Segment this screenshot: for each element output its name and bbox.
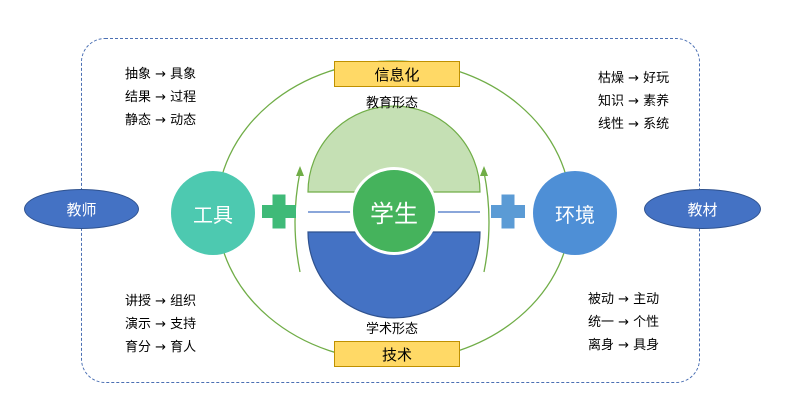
- student-circle: 学生: [350, 167, 438, 255]
- tech-label: 技术: [381, 345, 412, 364]
- list-item: 结果 → 过程: [125, 90, 197, 105]
- edu-form-caption: 教育形态: [366, 96, 419, 111]
- material-oval: 教材: [644, 189, 761, 229]
- info-label: 信息化: [374, 65, 420, 84]
- tech-label-box: 技术: [334, 341, 460, 367]
- lower-half-disc: [307, 231, 481, 319]
- list-item: 演示 → 支持: [125, 317, 197, 332]
- teacher-label: 教师: [66, 200, 97, 219]
- list-item: 枯燥 → 好玩: [598, 71, 670, 86]
- list-item: 知识 → 素养: [598, 94, 670, 109]
- environment-label: 环境: [555, 202, 595, 227]
- green-plus-icon: [262, 194, 296, 229]
- tool-circle: 工具: [171, 171, 255, 255]
- teacher-oval: 教师: [24, 189, 139, 229]
- bottom-left-list: 讲授 → 组织 演示 → 支持 育分 → 育人: [125, 290, 196, 359]
- list-item: 离身 → 具身: [588, 338, 660, 353]
- upper-half-disc: [307, 105, 481, 193]
- left-curve-arrow: [294, 171, 301, 273]
- list-item: 静态 → 动态: [125, 113, 197, 128]
- environment-circle: 环境: [533, 171, 617, 255]
- bottom-right-list: 被动 → 主动 统一 → 个性 离身 → 具身: [588, 288, 659, 357]
- list-item: 统一 → 个性: [588, 315, 660, 330]
- list-item: 线性 → 系统: [598, 117, 670, 132]
- top-left-list: 抽象 → 具象 结果 → 过程 静态 → 动态: [125, 63, 196, 132]
- right-curve-arrow: [483, 171, 490, 273]
- info-label-box: 信息化: [334, 61, 460, 87]
- blue-plus-icon: [491, 194, 525, 229]
- material-label: 教材: [687, 200, 718, 219]
- left-arrow-head: [296, 166, 304, 176]
- list-item: 育分 → 育人: [125, 340, 197, 355]
- learn-form-caption: 学术形态: [366, 322, 419, 337]
- tool-label: 工具: [193, 202, 233, 227]
- list-item: 抽象 → 具象: [125, 67, 197, 82]
- list-item: 讲授 → 组织: [125, 294, 197, 309]
- right-arrow-head: [480, 166, 488, 176]
- student-label: 学生: [370, 199, 418, 228]
- top-right-list: 枯燥 → 好玩 知识 → 素养 线性 → 系统: [598, 67, 669, 136]
- list-item: 被动 → 主动: [588, 292, 660, 307]
